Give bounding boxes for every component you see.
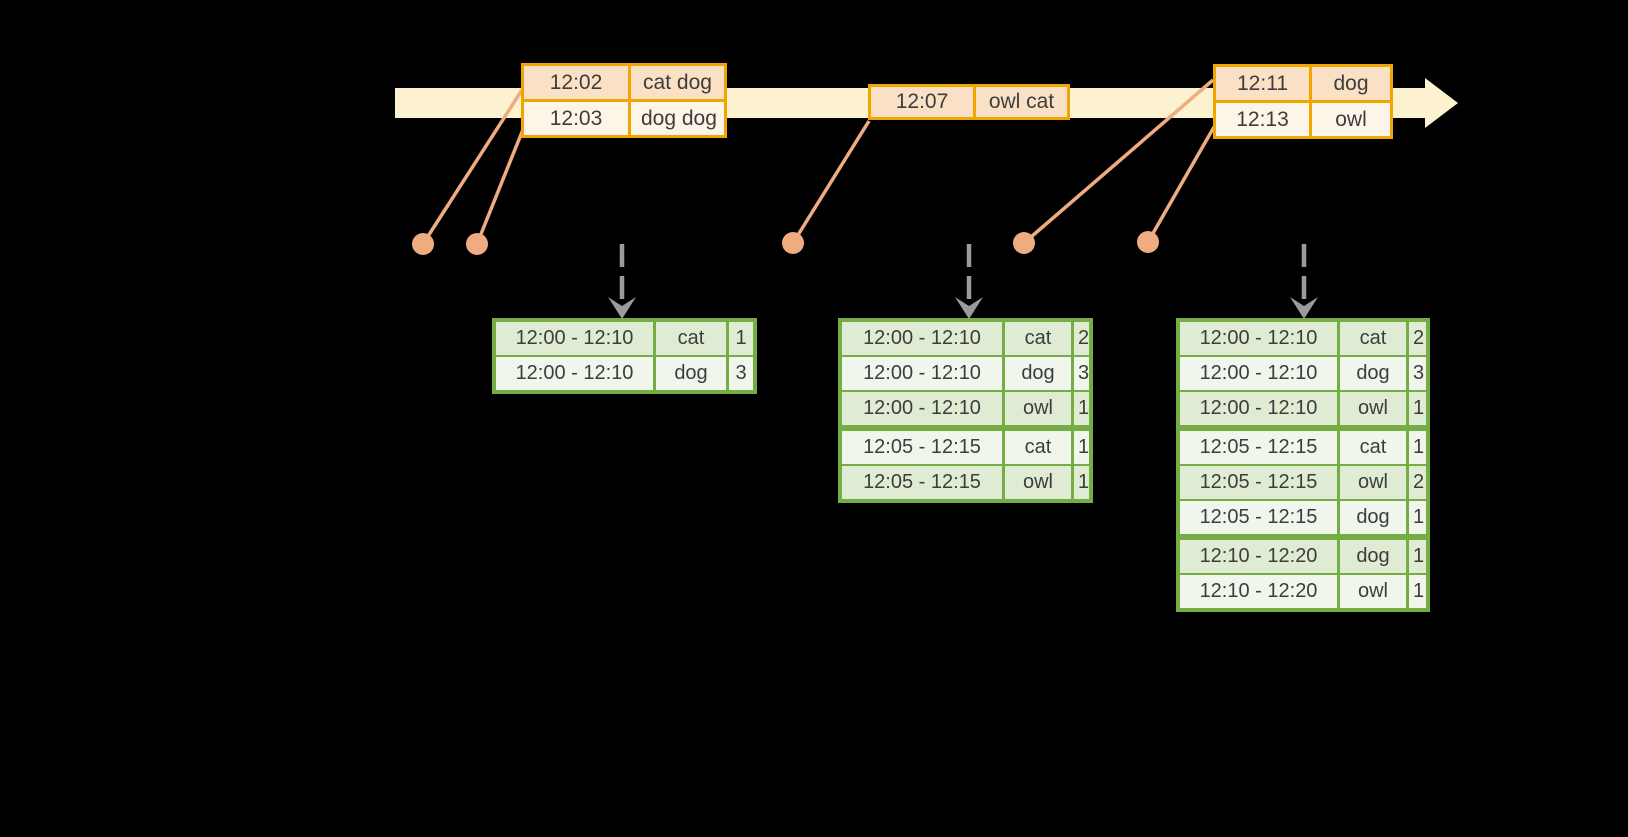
trigger-arrows xyxy=(608,244,1318,319)
window-cell: 12:00 - 12:10 xyxy=(1176,319,1340,357)
word-cell: cat xyxy=(1337,319,1409,357)
event-time-cell: 12:02 xyxy=(521,63,631,102)
word-cell: dog xyxy=(1337,499,1409,538)
window-cell: 12:00 - 12:10 xyxy=(492,355,656,393)
count-cell: 1 xyxy=(1406,390,1430,429)
event-dot-icon xyxy=(1013,232,1035,254)
word-cell: cat xyxy=(1002,425,1074,466)
count-cell: 1 xyxy=(1406,534,1430,575)
count-cell: 1 xyxy=(1071,464,1093,502)
connector-line xyxy=(1146,126,1216,243)
count-cell: 1 xyxy=(1071,425,1093,466)
event-words-cell: owl cat xyxy=(973,84,1070,120)
word-cell: owl xyxy=(1337,390,1409,429)
window-cell: 12:05 - 12:15 xyxy=(1176,464,1340,501)
word-cell: dog xyxy=(653,355,729,393)
window-cell: 12:10 - 12:20 xyxy=(1176,573,1340,611)
window-cell: 12:05 - 12:15 xyxy=(1176,499,1340,538)
word-cell: owl xyxy=(1002,390,1074,429)
word-cell: dog xyxy=(1337,355,1409,392)
event-time-cell: 12:07 xyxy=(868,84,976,120)
count-cell: 2 xyxy=(1406,464,1430,501)
count-cell: 1 xyxy=(726,319,757,357)
count-cell: 3 xyxy=(1071,355,1093,392)
word-cell: owl xyxy=(1337,464,1409,501)
word-cell: dog xyxy=(1002,355,1074,392)
count-cell: 1 xyxy=(1071,390,1093,429)
event-dot-icon xyxy=(412,233,434,255)
count-cell: 3 xyxy=(1406,355,1430,392)
count-cell: 1 xyxy=(1406,573,1430,611)
window-cell: 12:00 - 12:10 xyxy=(838,319,1005,357)
window-cell: 12:05 - 12:15 xyxy=(838,425,1005,466)
word-cell: owl xyxy=(1002,464,1074,502)
timeline-arrowhead-icon xyxy=(1425,78,1458,128)
window-cell: 12:00 - 12:10 xyxy=(838,355,1005,392)
window-cell: 12:05 - 12:15 xyxy=(838,464,1005,502)
count-cell: 3 xyxy=(726,355,757,393)
event-words-cell: dog xyxy=(1309,64,1393,103)
event-dot-icon xyxy=(782,232,804,254)
count-cell: 2 xyxy=(1071,319,1093,357)
trigger-arrowhead-icon xyxy=(955,297,983,319)
count-cell: 1 xyxy=(1406,499,1430,538)
event-markers xyxy=(412,231,1159,255)
trigger-arrowhead-icon xyxy=(608,297,636,319)
word-cell: cat xyxy=(1002,319,1074,357)
connector-line xyxy=(475,126,526,245)
event-dot-icon xyxy=(466,233,488,255)
count-cell: 2 xyxy=(1406,319,1430,357)
event-dot-icon xyxy=(1137,231,1159,253)
window-cell: 12:10 - 12:20 xyxy=(1176,534,1340,575)
event-time-cell: 12:11 xyxy=(1213,64,1312,103)
event-time-cell: 12:13 xyxy=(1213,100,1312,139)
count-cell: 1 xyxy=(1406,425,1430,466)
event-words-cell: owl xyxy=(1309,100,1393,139)
event-connectors xyxy=(421,78,1216,245)
event-time-cell: 12:03 xyxy=(521,99,631,138)
window-cell: 12:00 - 12:10 xyxy=(492,319,656,357)
word-cell: cat xyxy=(653,319,729,357)
connector-line xyxy=(791,120,871,244)
word-cell: cat xyxy=(1337,425,1409,466)
event-words-cell: dog dog xyxy=(628,99,727,138)
window-cell: 12:00 - 12:10 xyxy=(1176,390,1340,429)
connector-line xyxy=(421,89,524,245)
trigger-arrowhead-icon xyxy=(1290,297,1318,319)
window-cell: 12:00 - 12:10 xyxy=(1176,355,1340,392)
event-words-cell: cat dog xyxy=(628,63,727,102)
word-cell: owl xyxy=(1337,573,1409,611)
connector-line xyxy=(1022,78,1215,245)
window-cell: 12:00 - 12:10 xyxy=(838,390,1005,429)
window-cell: 12:05 - 12:15 xyxy=(1176,425,1340,466)
word-cell: dog xyxy=(1337,534,1409,575)
